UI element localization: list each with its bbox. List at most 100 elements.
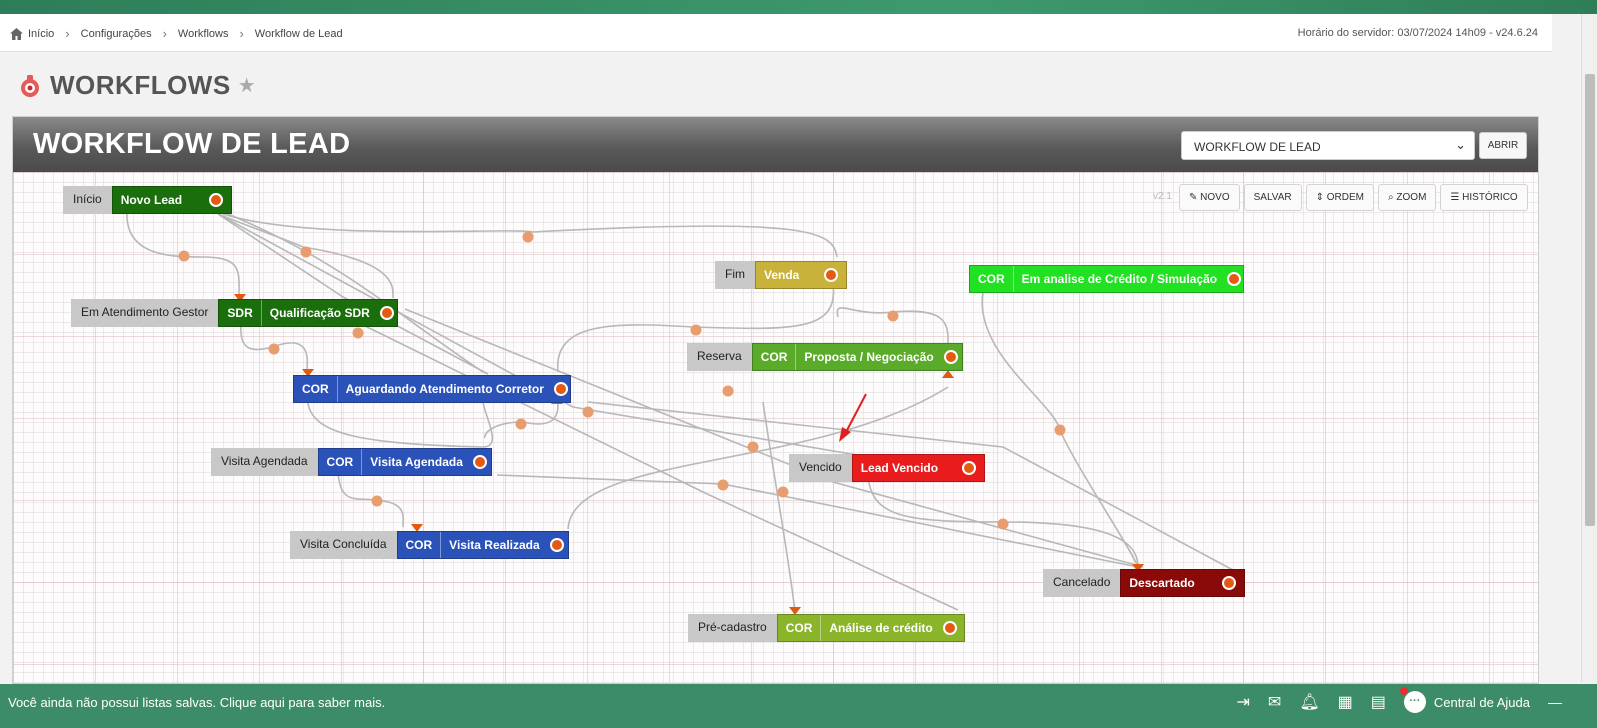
- node-role-tag: COR: [970, 266, 1014, 292]
- help-center-label: Central de Ajuda: [1433, 694, 1530, 710]
- node-aguardando-atendimento[interactable]: COR Aguardando Atendimento Corretor: [293, 375, 571, 403]
- calculator-icon[interactable]: ▤: [1370, 694, 1386, 711]
- help-center-button[interactable]: ··· Central de Ajuda: [1399, 687, 1530, 713]
- save-button[interactable]: SALVAR: [1243, 184, 1302, 211]
- breadcrumb-bar: Início › Configurações › Workflows › Wor…: [0, 14, 1552, 52]
- workflow-icon: [21, 74, 39, 97]
- node-status-label: Visita Agendada: [211, 448, 318, 476]
- order-button-label: ORDEM: [1326, 192, 1365, 203]
- node-role-tag: COR: [398, 532, 442, 558]
- node-name: Em analise de Crédito / Simulação: [1021, 272, 1218, 286]
- breadcrumb-configuracoes[interactable]: Configurações: [80, 27, 152, 40]
- saved-lists-message[interactable]: Você ainda não possui listas salvas. Cli…: [8, 695, 386, 710]
- page-title: WORKFLOWS: [50, 70, 231, 100]
- node-box[interactable]: COR Proposta / Negociação: [751, 343, 963, 371]
- node-status-label: Reserva: [687, 343, 752, 371]
- node-box[interactable]: Novo Lead: [111, 186, 232, 214]
- node-box[interactable]: Venda: [755, 261, 847, 289]
- node-role-tag: SDR: [219, 300, 262, 326]
- node-box[interactable]: COR Visita Agendada: [317, 448, 492, 476]
- breadcrumb-inicio[interactable]: Início: [28, 27, 55, 40]
- pencil-icon: ✎: [1189, 192, 1201, 203]
- notification-dot: [1399, 687, 1408, 695]
- search-icon: ⌕: [1388, 192, 1397, 203]
- home-icon[interactable]: [10, 27, 23, 40]
- workflow-select[interactable]: WORKFLOW DE LEAD ⌄: [1181, 131, 1475, 160]
- node-status-label: Cancelado: [1043, 569, 1121, 597]
- node-handle-icon[interactable]: [1227, 272, 1242, 286]
- zoom-button-label: ZOOM: [1396, 192, 1427, 203]
- node-handle-icon[interactable]: [553, 382, 568, 396]
- node-role-tag: COR: [294, 376, 338, 402]
- node-name: Visita Agendada: [370, 455, 463, 469]
- node-analise-credito-simulacao[interactable]: COR Em analise de Crédito / Simulação: [969, 265, 1244, 293]
- open-button[interactable]: ABRIR: [1479, 132, 1527, 159]
- node-handle-icon[interactable]: [379, 306, 394, 320]
- panel-header: WORKFLOW DE LEAD WORKFLOW DE LEAD ⌄ ABRI…: [13, 117, 1538, 172]
- node-box[interactable]: COR Em analise de Crédito / Simulação: [969, 265, 1244, 293]
- node-handle-icon[interactable]: [942, 621, 957, 635]
- panel-title: WORKFLOW DE LEAD: [33, 128, 351, 160]
- chat-icon: ···: [1399, 687, 1426, 713]
- page-scrollbar[interactable]: [1581, 14, 1597, 682]
- chevron-right-icon: ›: [162, 26, 167, 41]
- node-status-label: Pré-cadastro: [688, 614, 777, 642]
- chevron-down-icon: ⌄: [1455, 137, 1466, 152]
- node-name: Qualificação SDR: [269, 306, 370, 320]
- node-handle-icon[interactable]: [824, 268, 838, 282]
- breadcrumb: Início › Configurações › Workflows › Wor…: [10, 26, 343, 41]
- breadcrumb-current: Workflow de Lead: [254, 27, 343, 40]
- node-handle-icon[interactable]: [472, 455, 487, 469]
- breadcrumb-workflows[interactable]: Workflows: [177, 27, 229, 40]
- node-proposta-negociacao[interactable]: Reserva COR Proposta / Negociação: [687, 343, 963, 371]
- calendar-icon[interactable]: ▦: [1337, 694, 1353, 711]
- node-box[interactable]: Descartado: [1120, 569, 1246, 597]
- node-analise-credito[interactable]: Pré-cadastro COR Análise de crédito: [688, 614, 965, 642]
- mail-star-icon[interactable]: ✉: [1267, 694, 1282, 711]
- node-box[interactable]: COR Visita Realizada: [396, 531, 569, 559]
- workflow-canvas[interactable]: v2.1 ✎ NOVO SALVAR ⇕ ORDEM ⌕ ZOOM ☰ HIST…: [13, 172, 1538, 683]
- minimize-icon[interactable]: —: [1548, 694, 1562, 710]
- sort-icon: ⇕: [1315, 192, 1327, 203]
- server-time: Horário do servidor: 03/07/2024 14h09 - …: [1297, 27, 1538, 39]
- chevron-right-icon: ›: [239, 26, 244, 41]
- list-icon: ☰: [1450, 192, 1463, 203]
- footer-icons: ⇥ ✉ 🔔︎ ▦ ▤ ··· Central de Ajuda —: [1236, 687, 1562, 713]
- workflow-edges: [126, 204, 1234, 615]
- node-venda[interactable]: Fim Venda: [715, 261, 847, 289]
- node-handle-icon[interactable]: [549, 538, 564, 552]
- history-button[interactable]: ☰ HISTÓRICO: [1440, 184, 1528, 211]
- node-box[interactable]: Lead Vencido: [851, 454, 985, 482]
- node-handle-icon[interactable]: [208, 193, 223, 207]
- node-role-tag: COR: [319, 449, 363, 475]
- node-role-tag: COR: [753, 344, 797, 370]
- node-name: Descartado: [1129, 576, 1195, 590]
- page-header: WORKFLOWS ★: [18, 70, 256, 101]
- node-status-label: Vencido: [789, 454, 852, 482]
- node-visita-realizada[interactable]: Visita Concluída COR Visita Realizada: [290, 531, 569, 559]
- favorite-star-icon[interactable]: ★: [237, 75, 256, 97]
- node-box[interactable]: SDR Qualificação SDR: [218, 299, 399, 327]
- node-role-tag: COR: [778, 615, 822, 641]
- workflow-select-value: WORKFLOW DE LEAD: [1194, 140, 1321, 154]
- node-box[interactable]: COR Aguardando Atendimento Corretor: [293, 375, 571, 403]
- bell-icon[interactable]: 🔔︎: [1299, 694, 1320, 711]
- node-handle-icon[interactable]: [961, 461, 976, 475]
- node-status-label: Em Atendimento Gestor: [71, 299, 219, 327]
- collapse-icon[interactable]: ⇥: [1236, 694, 1250, 711]
- node-lead-vencido[interactable]: Vencido Lead Vencido: [789, 454, 985, 482]
- zoom-button[interactable]: ⌕ ZOOM: [1378, 184, 1437, 211]
- node-box[interactable]: COR Análise de crédito: [776, 614, 965, 642]
- top-strip: [0, 0, 1597, 14]
- footer-bar: Você ainda não possui listas salvas. Cli…: [0, 684, 1597, 728]
- node-handle-icon[interactable]: [943, 350, 958, 364]
- node-descartado[interactable]: Cancelado Descartado: [1043, 569, 1246, 597]
- node-visita-agendada[interactable]: Visita Agendada COR Visita Agendada: [211, 448, 492, 476]
- new-button[interactable]: ✎ NOVO: [1179, 184, 1240, 211]
- node-novo-lead[interactable]: Início Novo Lead: [63, 186, 232, 214]
- node-handle-icon[interactable]: [1222, 576, 1237, 590]
- node-qualificacao-sdr[interactable]: Em Atendimento Gestor SDR Qualificação S…: [71, 299, 399, 327]
- scrollbar-thumb[interactable]: [1585, 74, 1595, 526]
- chevron-right-icon: ›: [65, 26, 70, 41]
- order-button[interactable]: ⇕ ORDEM: [1305, 184, 1375, 211]
